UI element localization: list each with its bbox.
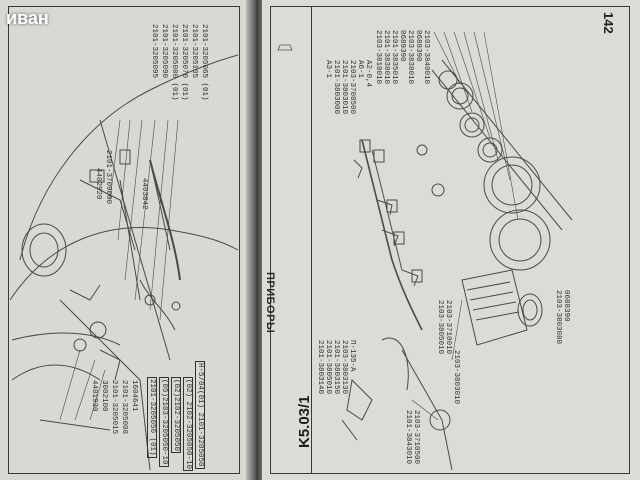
boxed-part-number: (02)2102-3205050 <box>171 368 181 462</box>
part-number: 2103-3710010 <box>444 300 452 355</box>
part-number: 2101-3205065 (01) <box>200 24 208 101</box>
part-number: 2101-3838010 <box>382 30 390 85</box>
section-title: ПРИБОРЫ <box>264 272 276 334</box>
part-number: 2103-3710500 <box>412 410 420 465</box>
book-spine <box>246 0 266 480</box>
boxed-part-number: (02) 2102-3205050-10 <box>183 366 193 480</box>
part-number: 4402920 <box>94 168 102 200</box>
left-page-diagram <box>9 54 239 471</box>
part-number: 2101-3805010 <box>324 340 332 395</box>
part-number: 2101-3205070 (01) <box>180 24 188 101</box>
part-number: 1604641 <box>130 380 138 412</box>
part-number: 2103-3803130 <box>340 340 348 395</box>
part-number: 2101-3205105 <box>190 24 198 79</box>
part-number: 2103-3838010 <box>406 30 414 85</box>
part-number: 4401930 <box>90 380 98 412</box>
part-number: 2101-3803140 <box>316 340 324 395</box>
part-number: 2101-3205015 <box>110 380 118 435</box>
part-number: 2101-3709000 <box>104 150 112 205</box>
part-number: 2101-3803000 <box>332 60 340 115</box>
part-number: А2-0,4 <box>364 60 372 88</box>
right-page: ПРИБОРЫ K5.03/1 142 2103-3840010 0688390… <box>262 0 640 480</box>
boxed-part-number: (05)2103-3205050-10 <box>159 367 169 477</box>
part-number: 0689390 <box>398 30 406 62</box>
part-number: 2101-3205095 <box>150 24 158 79</box>
part-number: 2103-3810010 <box>374 30 382 85</box>
part-number: 2101-3205080 (01) <box>170 24 178 101</box>
left-page-frame <box>8 6 240 474</box>
part-number: 0688390 <box>562 290 570 322</box>
part-number: 3002100 <box>100 380 108 412</box>
part-number: 4403842 <box>140 178 148 210</box>
page-number: 142 <box>601 12 616 34</box>
part-number: 2101-3803010 <box>340 60 348 115</box>
boxed-part-number: 2101-3205050 (01) <box>147 368 157 467</box>
part-number: 2101-3205008 <box>120 380 128 435</box>
part-number: 0688390 <box>414 30 422 62</box>
part-number: АЗ-1 <box>324 60 332 79</box>
watermark-text: иван <box>6 8 49 28</box>
part-number: 2103-3803080 <box>554 290 562 345</box>
section-header-strip <box>271 7 312 473</box>
boxed-part-number: H-5/04(01) 2101-3205050 <box>195 348 205 480</box>
part-number: 2101-3843010 <box>404 410 412 465</box>
part-number: 2103-3805010 <box>436 300 444 355</box>
part-number: А6-1 <box>356 60 364 79</box>
right-page-diagram <box>277 31 573 471</box>
section-code: K5.03/1 <box>296 395 313 448</box>
right-page-frame <box>270 6 630 474</box>
part-number: 2103-3840010 <box>422 30 430 85</box>
part-number: 2101-3205090 <box>160 24 168 79</box>
part-number: 2103-3803010 <box>452 350 460 405</box>
part-number: 2101-3835010 <box>390 30 398 85</box>
left-page: 2101-3205065 (01) 2101-3205105 2101-3205… <box>0 0 252 480</box>
part-number: 2103-3708500 <box>348 60 356 115</box>
part-number: П-135-А <box>348 340 356 372</box>
part-number: 2101-3803150 <box>332 340 340 395</box>
